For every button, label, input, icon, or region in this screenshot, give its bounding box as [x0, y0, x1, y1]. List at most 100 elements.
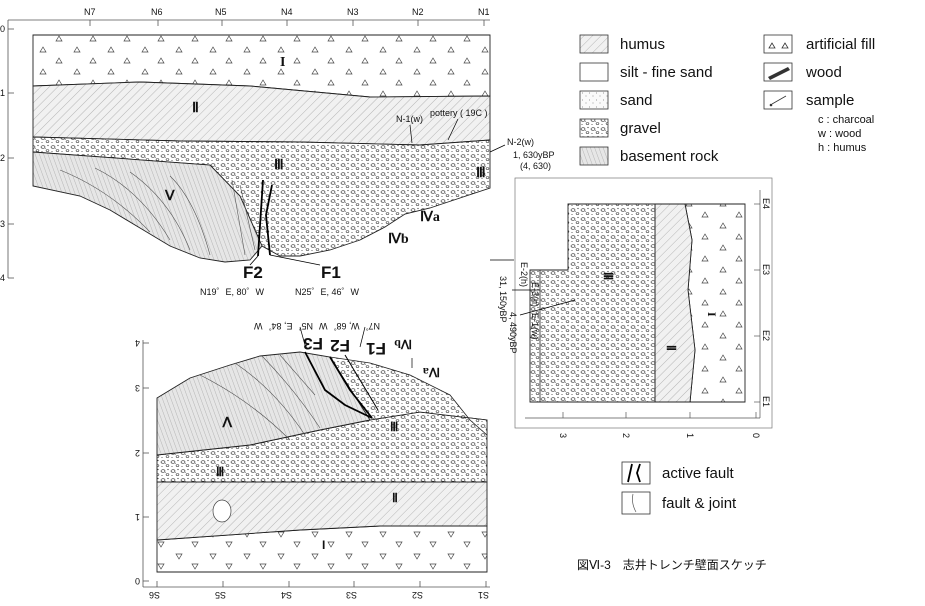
north-fault-F2: F2	[243, 263, 263, 282]
east-sample-e1: E-1(w)	[530, 313, 540, 340]
legend-swatch-silt	[579, 62, 609, 82]
east-unit-I: I	[705, 312, 719, 317]
east-wall-section: 3 2 1 0 E4 E3 E2 E1 I Ⅱ Ⅲ E-2(h) E-3(h) …	[490, 177, 773, 438]
legend-swatch-fault-joint	[621, 491, 651, 515]
south-y-tick: 4	[135, 338, 140, 348]
south-x-tick: S3	[346, 590, 357, 600]
east-y-tick: E4	[761, 198, 771, 209]
legend-swatch-active-fault	[621, 461, 651, 485]
north-x-tick: N6	[151, 7, 163, 17]
east-layer-humus	[654, 203, 696, 403]
east-layer-artificial-fill	[684, 203, 746, 403]
south-x-tick: S4	[281, 590, 292, 600]
figure-caption: 図Ⅵ-3 志井トレンチ壁面スケッチ	[577, 557, 767, 572]
north-unit-III: Ⅲ	[274, 158, 284, 173]
north-unit-IVa: Ⅳa	[420, 210, 440, 225]
legend-label-wood: wood	[805, 64, 842, 81]
south-fault-F1: F1	[366, 339, 386, 358]
north-wall-section: N7 N6 N5 N4 N3 N2 N1 0 1 2 3 4	[0, 7, 555, 297]
legend-swatch-gravel	[579, 118, 609, 138]
legend-label-gravel: gravel	[620, 120, 661, 137]
north-unit-I: I	[280, 55, 285, 70]
north-x-tick: N5	[215, 7, 227, 17]
north-sample-n1: N-1(w)	[396, 114, 423, 124]
north-sample-n2: N-2(w)	[507, 137, 534, 147]
south-y-tick: 3	[135, 383, 140, 393]
north-orientation-f1: N25゜E, 46゜W	[295, 287, 360, 297]
legend-code-humus: h : humus	[818, 142, 867, 154]
south-unit-I: I	[322, 538, 325, 552]
south-unit-III-left: Ⅲ	[216, 465, 224, 479]
legend-label-silt: silt - fine sand	[620, 64, 713, 81]
east-x-tick: 3	[558, 433, 568, 438]
legend-label-sample: sample	[806, 92, 854, 109]
north-x-tick: N4	[281, 7, 293, 17]
north-unit-II: Ⅱ	[192, 101, 199, 116]
south-unit-II: Ⅱ	[392, 491, 398, 505]
north-x-tick: N7	[84, 7, 96, 17]
east-x-tick: 1	[685, 433, 695, 438]
legend-label-humus: humus	[620, 36, 665, 53]
legend-swatch-fill	[763, 34, 793, 54]
sample-icon	[771, 95, 787, 105]
legend-swatch-basement	[579, 146, 609, 166]
south-y-tick: 2	[135, 448, 140, 458]
wood-icon	[768, 67, 790, 80]
south-unit-III: Ⅲ	[390, 420, 398, 434]
north-sample-age: 1, 630yBP	[513, 150, 555, 160]
south-unit-IVa: Ⅳa	[423, 365, 440, 379]
south-wall-section: S6 S5 S4 S3 S2 S1 4 3 2 1 0 I Ⅱ	[135, 321, 490, 600]
north-layer-basement-rock	[32, 151, 263, 263]
north-y-tick: 1	[0, 88, 5, 98]
legend-label-sand: sand	[620, 92, 653, 109]
north-y-tick: 4	[0, 273, 5, 283]
south-unit-IVb: Ⅳb	[394, 337, 412, 351]
east-y-tick: E2	[761, 330, 771, 341]
legend-label-fill: artificial fill	[806, 36, 875, 53]
north-y-tick: 2	[0, 153, 5, 163]
east-x-tick: 2	[621, 433, 631, 438]
north-unit-III-right: Ⅲ	[476, 166, 486, 181]
north-fault-F1: F1	[321, 263, 341, 282]
south-x-tick: S1	[478, 590, 489, 600]
south-y-tick: 0	[135, 576, 140, 586]
north-y-tick: 3	[0, 219, 5, 229]
legend-swatch-sample	[763, 90, 793, 110]
south-unit-V: Ⅴ	[222, 413, 233, 428]
east-unit-II: Ⅱ	[664, 345, 678, 351]
north-sample-pottery: pottery ( 19C )	[430, 108, 488, 118]
north-x-tick: N3	[347, 7, 359, 17]
south-fault-F2: F2	[330, 336, 350, 355]
north-x-tick: N1	[478, 7, 490, 17]
north-x-tick: N2	[412, 7, 424, 17]
triangle-icon	[768, 42, 789, 49]
east-unit-III: Ⅲ	[601, 272, 615, 280]
legend-label-fault-joint: fault & joint	[662, 495, 737, 512]
east-y-tick: E3	[761, 264, 771, 275]
legend-swatch-humus	[579, 34, 609, 54]
east-sample-e3: E-3(h)	[530, 282, 540, 307]
legend: humus silt - fine sand sand gravel basem…	[579, 34, 875, 515]
legend-code-charcoal: c : charcoal	[818, 114, 874, 126]
south-x-tick: S6	[149, 590, 160, 600]
fault-joint-icon	[632, 493, 637, 513]
legend-label-basement: basement rock	[620, 148, 719, 165]
south-orientation-o1: N7゜W, 68゜W	[318, 321, 380, 331]
east-sample-e2: E-2(h)	[519, 262, 529, 287]
legend-code-wood: w : wood	[817, 128, 861, 140]
active-fault-icon	[627, 463, 633, 483]
east-x-tick: 0	[751, 433, 761, 438]
north-unit-IVb: Ⅳb	[388, 232, 409, 247]
north-unit-V: Ⅴ	[164, 189, 175, 204]
east-age-2: 4, 490yBP	[508, 312, 518, 354]
east-y-tick: E1	[761, 396, 771, 407]
south-y-tick: 1	[135, 512, 140, 522]
south-fault-F3: F3	[303, 334, 323, 353]
south-x-tick: S5	[215, 590, 226, 600]
east-layer-gravel	[529, 203, 656, 403]
legend-swatch-sand	[579, 90, 609, 110]
north-orientation-f2: N19゜E, 80゜W	[200, 287, 265, 297]
south-orientation-o2: N5゜E, 84゜W	[253, 321, 313, 331]
north-sample-age-calibrated: (4, 630)	[520, 161, 551, 171]
